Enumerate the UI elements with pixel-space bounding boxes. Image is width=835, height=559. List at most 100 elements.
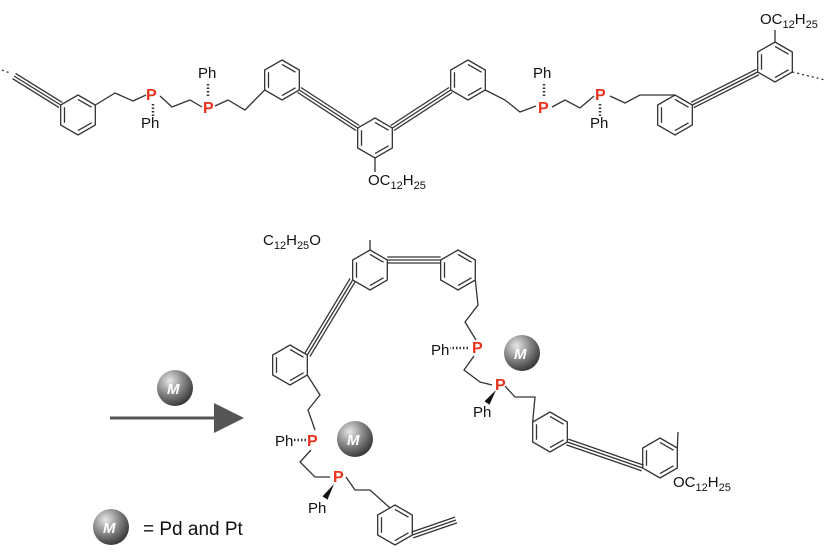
phosphorus-label: P bbox=[146, 87, 157, 104]
dodecyloxy-label: C12H25O bbox=[263, 232, 321, 252]
phosphorus-label: P bbox=[203, 100, 214, 117]
alkyne-bond bbox=[297, 91, 357, 132]
phosphorus-label: P bbox=[333, 469, 344, 486]
alkyne-bond bbox=[306, 279, 354, 356]
double-bond bbox=[549, 415, 564, 425]
reaction-arrow: M bbox=[110, 370, 244, 433]
double-bond bbox=[659, 441, 674, 451]
double-bond bbox=[674, 122, 689, 132]
double-bond bbox=[77, 98, 92, 108]
double-bond bbox=[369, 277, 384, 287]
bonds bbox=[1, 30, 826, 546]
phenyl-label: Ph bbox=[533, 65, 551, 82]
bond bbox=[485, 89, 537, 113]
alkyne-bond bbox=[390, 86, 450, 127]
phosphorus-label: P bbox=[472, 340, 483, 357]
wedge-bond bbox=[484, 390, 496, 405]
benzene-ring bbox=[757, 41, 793, 83]
bond bbox=[676, 431, 679, 449]
double-bond bbox=[281, 87, 296, 97]
benzene-ring bbox=[642, 437, 678, 479]
bond bbox=[504, 385, 536, 423]
phenyl-label: Ph bbox=[198, 65, 216, 82]
svg-text:M: M bbox=[103, 520, 116, 537]
alkyne-bond bbox=[298, 89, 359, 129]
alkyne-bond bbox=[309, 281, 356, 357]
double-bond bbox=[77, 122, 92, 132]
alkyne-bond bbox=[411, 516, 456, 533]
alkyne-bond bbox=[692, 71, 758, 106]
dodecyloxy-label: OC12H25 bbox=[760, 11, 818, 31]
benzene-ring bbox=[357, 117, 393, 159]
alkyne-bond bbox=[12, 77, 60, 109]
metal-sphere: M bbox=[337, 421, 373, 457]
bond bbox=[299, 449, 330, 478]
double-bond bbox=[394, 508, 409, 518]
bond bbox=[94, 92, 147, 106]
double-bond bbox=[457, 253, 472, 263]
dodecyloxy-label: OC12H25 bbox=[673, 474, 731, 494]
benzene-ring bbox=[657, 94, 693, 136]
benzene-ring bbox=[352, 249, 388, 291]
phosphorus-label: P bbox=[538, 100, 549, 117]
alkyne-bond bbox=[300, 86, 360, 127]
alkyne-bond bbox=[391, 89, 452, 129]
phosphorus-label: P bbox=[595, 87, 606, 104]
benzene-ring bbox=[450, 59, 486, 101]
continuation-bond bbox=[792, 71, 826, 81]
alkyne-bond bbox=[690, 68, 757, 103]
bond bbox=[551, 95, 595, 109]
bond bbox=[159, 95, 203, 108]
phenyl-label: Ph bbox=[275, 433, 293, 450]
bond bbox=[609, 94, 675, 104]
phenyl-label: Ph bbox=[473, 404, 491, 421]
phosphorus-label: P bbox=[495, 377, 506, 394]
bond bbox=[306, 374, 321, 431]
benzene-ring bbox=[60, 94, 96, 136]
legend: M = Pd and Pt bbox=[93, 509, 244, 545]
bond bbox=[214, 89, 266, 111]
double-bond bbox=[457, 277, 472, 287]
alkyne-bond bbox=[304, 278, 351, 354]
benzene-ring bbox=[532, 411, 568, 453]
double-bond bbox=[374, 145, 389, 155]
legend-text: = Pd and Pt bbox=[143, 519, 244, 540]
bond bbox=[464, 279, 479, 341]
phenyl-label: Ph bbox=[431, 342, 449, 359]
benzene-ring bbox=[272, 344, 308, 386]
double-bond bbox=[281, 63, 296, 73]
double-bond bbox=[674, 98, 689, 108]
alkyne-bond bbox=[413, 522, 458, 539]
double-bond bbox=[467, 63, 482, 73]
svg-text:M: M bbox=[167, 381, 180, 398]
double-bond bbox=[659, 465, 674, 475]
alkyne-bond bbox=[393, 91, 453, 132]
alkyne-bond bbox=[412, 519, 457, 536]
metal-sphere: M bbox=[504, 335, 540, 371]
metal-sphere: M bbox=[157, 370, 193, 406]
double-bond bbox=[774, 45, 789, 55]
phenyl-label: Ph bbox=[590, 115, 608, 132]
double-bond bbox=[369, 253, 384, 263]
phenyl-label: Ph bbox=[141, 115, 159, 132]
bond bbox=[463, 355, 493, 386]
continuation-bond bbox=[1, 69, 11, 74]
top-polymer-labels: P Ph P Ph P Ph P Ph OC12H25 OC12H25 bbox=[141, 11, 818, 192]
dodecyloxy-label: OC12H25 bbox=[368, 172, 426, 192]
double-bond bbox=[467, 87, 482, 97]
alkyne-bond bbox=[567, 441, 643, 469]
wedge-bond bbox=[322, 484, 334, 500]
double-bond bbox=[774, 69, 789, 79]
complex-labels: C12H25O OC12H25 P Ph P Ph P Ph P Ph M M bbox=[263, 232, 731, 517]
alkyne-bond bbox=[693, 74, 760, 109]
benzene-ring bbox=[440, 249, 476, 291]
alkyne-bond bbox=[566, 444, 642, 472]
phenyl-label: Ph bbox=[308, 500, 326, 517]
double-bond bbox=[394, 532, 409, 542]
phosphorus-label: P bbox=[307, 433, 318, 450]
alkyne-bond bbox=[13, 75, 62, 106]
double-bond bbox=[374, 121, 389, 131]
double-bond bbox=[289, 372, 304, 382]
